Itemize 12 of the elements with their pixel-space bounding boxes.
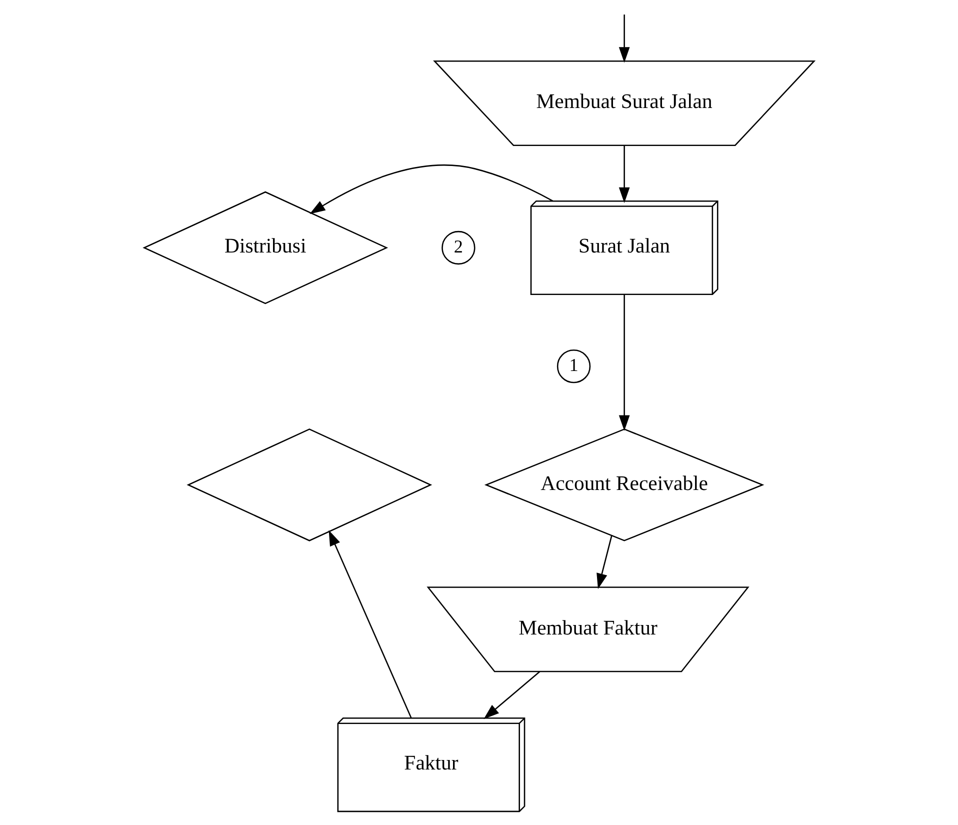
arrow bbox=[328, 530, 412, 718]
arrow bbox=[618, 294, 630, 431]
arrow bbox=[618, 146, 630, 203]
arrow bbox=[618, 14, 630, 63]
node-diamond: Distribusi bbox=[142, 191, 388, 304]
node-circle: 2 bbox=[442, 230, 476, 265]
node-diamond: Account Receivable bbox=[484, 428, 764, 542]
node-circle: 1 bbox=[556, 349, 591, 384]
arrow bbox=[596, 536, 612, 590]
node-diamond bbox=[186, 428, 432, 542]
arrow bbox=[484, 671, 540, 720]
arrow bbox=[310, 164, 554, 214]
